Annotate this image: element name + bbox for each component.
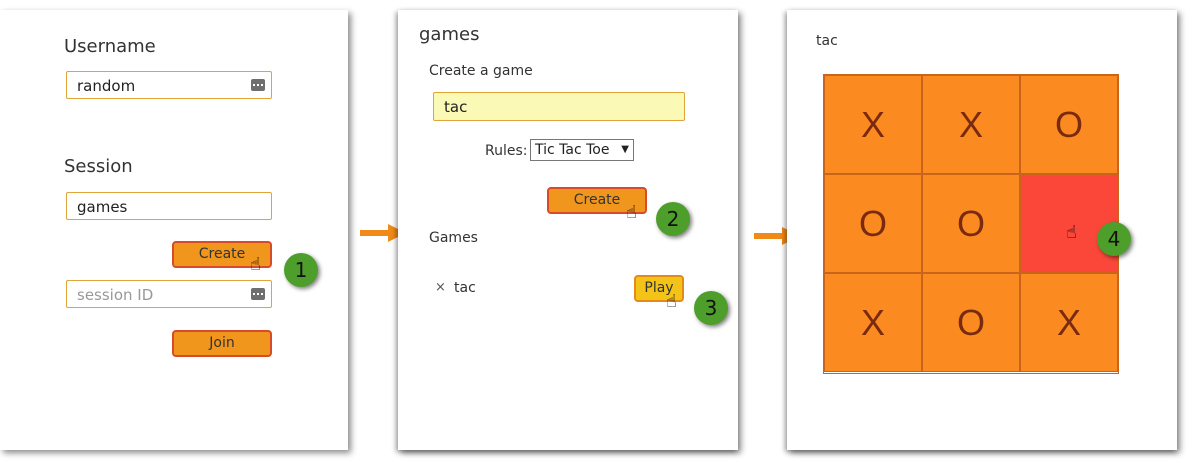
hand-cursor-icon: ☝ [666,291,677,312]
join-button[interactable]: Join [172,330,272,357]
step-2-badge: 2 [656,202,690,236]
session-label: Session [64,156,133,177]
tic-tac-toe-board: X X O O O X O X [823,74,1119,374]
game-name: tac [454,280,476,296]
session-id-field[interactable]: session ID [66,280,272,308]
board-cell[interactable]: O [922,273,1020,372]
games-panel: games Create a game tac Rules: Tic Tac T… [398,10,738,450]
username-label: Username [64,36,156,57]
board-cell[interactable]: O [1020,75,1118,174]
board-cell[interactable]: O [922,174,1020,273]
arrow-right-icon [360,224,406,242]
create-game-label: Create a game [429,63,533,79]
rules-selected-value: Tic Tac Toe [535,142,610,158]
step-3-badge: 3 [694,291,728,325]
hand-cursor-icon: ☝ [250,254,261,275]
dropdown-arrow-icon: ▼ [621,144,629,155]
more-icon[interactable] [251,288,265,300]
board-cell-highlighted[interactable] [1020,174,1118,273]
board-cell[interactable]: X [824,75,922,174]
rules-select[interactable]: Tic Tac Toe ▼ [530,139,634,161]
board-cell[interactable]: O [824,174,922,273]
login-panel: Username random Session games Create ☝ 1… [0,10,348,450]
remove-game-icon[interactable]: × [435,280,446,295]
board-cell[interactable]: X [1020,273,1118,372]
game-title: tac [816,33,838,49]
play-button[interactable]: Play [634,275,684,302]
game-name-value: tac [444,98,468,116]
board-cell[interactable]: X [922,75,1020,174]
hand-cursor-icon: ☝ [1066,222,1077,243]
hand-cursor-icon: ☝ [626,202,637,223]
session-id-placeholder: session ID [77,286,154,304]
step-1-badge: 1 [284,253,318,287]
games-label: Games [429,230,478,246]
create-session-button[interactable]: Create [172,241,272,268]
step-4-badge: 4 [1097,222,1131,256]
username-field[interactable]: random [66,71,272,99]
session-value: games [77,198,128,216]
more-icon[interactable] [251,79,265,91]
board-cell[interactable]: X [824,273,922,372]
game-board-panel: tac X X O O O X O X ☝ 4 [787,10,1177,450]
game-name-field[interactable]: tac [433,92,685,121]
create-game-button[interactable]: Create [547,187,647,214]
session-field[interactable]: games [66,192,272,220]
rules-label: Rules: [485,143,528,159]
username-value: random [77,77,136,95]
page-title: games [419,24,480,45]
